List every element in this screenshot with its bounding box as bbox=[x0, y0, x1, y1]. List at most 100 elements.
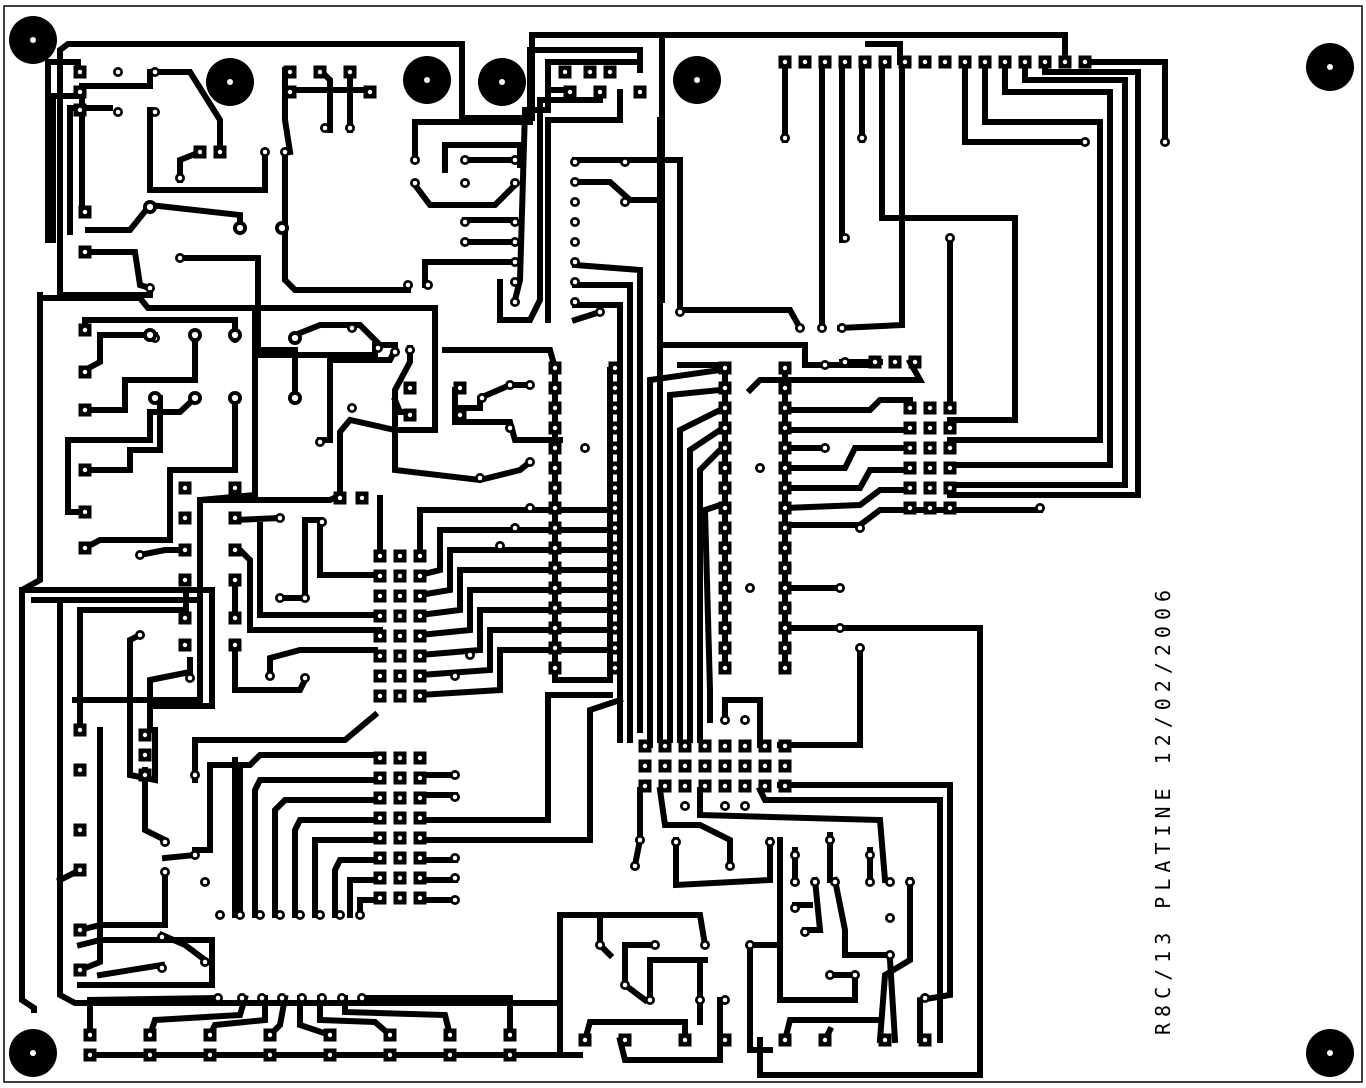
round-via-icon bbox=[825, 835, 835, 845]
square-pad-icon bbox=[393, 549, 407, 563]
square-pad-icon bbox=[143, 1048, 157, 1062]
round-via-icon bbox=[113, 67, 123, 77]
square-pad-icon bbox=[413, 589, 427, 603]
square-pad-icon bbox=[373, 831, 387, 845]
round-via-icon bbox=[945, 233, 955, 243]
round-via-icon bbox=[277, 993, 287, 1003]
round-via-icon bbox=[857, 133, 867, 143]
square-pad-icon bbox=[178, 543, 192, 557]
round-via-icon bbox=[405, 345, 415, 355]
mounting-holes bbox=[9, 16, 1354, 1077]
round-via-icon bbox=[113, 107, 123, 117]
square-pad-icon bbox=[548, 561, 562, 575]
square-pad-icon bbox=[393, 891, 407, 905]
round-via-icon bbox=[143, 328, 157, 342]
square-pad-icon bbox=[903, 401, 917, 415]
square-pad-icon bbox=[138, 748, 152, 762]
square-pad-icon bbox=[78, 365, 92, 379]
square-pad-icon bbox=[778, 561, 792, 575]
square-pad-icon bbox=[578, 1033, 592, 1047]
square-pad-icon bbox=[548, 461, 562, 475]
round-via-icon bbox=[403, 280, 413, 290]
square-pad-icon bbox=[878, 55, 892, 69]
round-via-icon bbox=[645, 995, 655, 1005]
round-via-icon bbox=[905, 877, 915, 887]
square-pad-icon bbox=[178, 638, 192, 652]
square-pad-icon bbox=[678, 759, 692, 773]
square-pad-icon bbox=[413, 851, 427, 865]
round-via-icon bbox=[837, 323, 847, 333]
round-via-icon bbox=[297, 993, 307, 1003]
round-via-icon bbox=[720, 995, 730, 1005]
square-pad-icon bbox=[373, 669, 387, 683]
square-pad-icon bbox=[718, 641, 732, 655]
square-pad-icon bbox=[413, 771, 427, 785]
square-pad-icon bbox=[918, 55, 932, 69]
square-pad-icon bbox=[778, 581, 792, 595]
square-pad-icon bbox=[373, 629, 387, 643]
round-via-icon bbox=[720, 801, 730, 811]
round-via-icon bbox=[790, 877, 800, 887]
square-pad-icon bbox=[383, 1048, 397, 1062]
round-via-icon bbox=[1080, 137, 1090, 147]
round-via-icon bbox=[213, 993, 223, 1003]
square-pad-icon bbox=[323, 1048, 337, 1062]
square-pad-icon bbox=[778, 1033, 792, 1047]
round-via-icon bbox=[315, 910, 325, 920]
round-via-icon bbox=[850, 970, 860, 980]
square-pad-icon bbox=[978, 55, 992, 69]
round-via-icon bbox=[510, 257, 520, 267]
square-pad-icon bbox=[178, 511, 192, 525]
square-pad-icon bbox=[908, 355, 922, 369]
round-via-icon bbox=[920, 993, 930, 1003]
square-pad-icon bbox=[923, 421, 937, 435]
round-via-icon bbox=[450, 792, 460, 802]
square-pad-icon bbox=[548, 641, 562, 655]
round-via-icon bbox=[450, 873, 460, 883]
square-pad-icon bbox=[718, 661, 732, 675]
square-pad-icon bbox=[923, 501, 937, 515]
round-via-icon bbox=[820, 443, 830, 453]
square-pad-icon bbox=[413, 549, 427, 563]
square-pad-icon bbox=[758, 759, 772, 773]
square-pad-icon bbox=[393, 569, 407, 583]
square-pad-icon bbox=[638, 759, 652, 773]
square-pad-icon bbox=[78, 463, 92, 477]
round-via-icon bbox=[525, 503, 535, 513]
square-pad-icon bbox=[413, 669, 427, 683]
square-pad-icon bbox=[548, 441, 562, 455]
square-pad-icon bbox=[903, 461, 917, 475]
round-via-icon bbox=[300, 673, 310, 683]
square-pad-icon bbox=[903, 501, 917, 515]
square-pad-icon bbox=[943, 441, 957, 455]
square-pad-icon bbox=[73, 823, 87, 837]
square-pad-icon bbox=[778, 421, 792, 435]
square-pad-icon bbox=[355, 491, 369, 505]
square-pad-icon bbox=[678, 1033, 692, 1047]
square-pad-icon bbox=[548, 421, 562, 435]
square-pad-icon bbox=[608, 361, 622, 375]
square-pad-icon bbox=[78, 323, 92, 337]
round-via-icon bbox=[510, 178, 520, 188]
square-pad-icon bbox=[373, 649, 387, 663]
square-pad-icon bbox=[393, 751, 407, 765]
round-via-icon bbox=[148, 391, 162, 405]
round-via-icon bbox=[275, 593, 285, 603]
square-pad-icon bbox=[413, 811, 427, 825]
square-pad-icon bbox=[548, 401, 562, 415]
square-pad-icon bbox=[373, 791, 387, 805]
square-pad-icon bbox=[958, 55, 972, 69]
square-pad-icon bbox=[548, 481, 562, 495]
square-pad-icon bbox=[373, 811, 387, 825]
round-via-icon bbox=[190, 850, 200, 860]
square-pad-icon bbox=[178, 573, 192, 587]
round-via-icon bbox=[620, 980, 630, 990]
round-via-icon bbox=[347, 323, 357, 333]
square-pad-icon bbox=[608, 601, 622, 615]
round-via-icon bbox=[595, 307, 605, 317]
square-pad-icon bbox=[403, 381, 417, 395]
square-pad-icon bbox=[778, 381, 792, 395]
square-pad-icon bbox=[903, 441, 917, 455]
square-pad-icon bbox=[858, 55, 872, 69]
square-pad-icon bbox=[403, 408, 417, 422]
